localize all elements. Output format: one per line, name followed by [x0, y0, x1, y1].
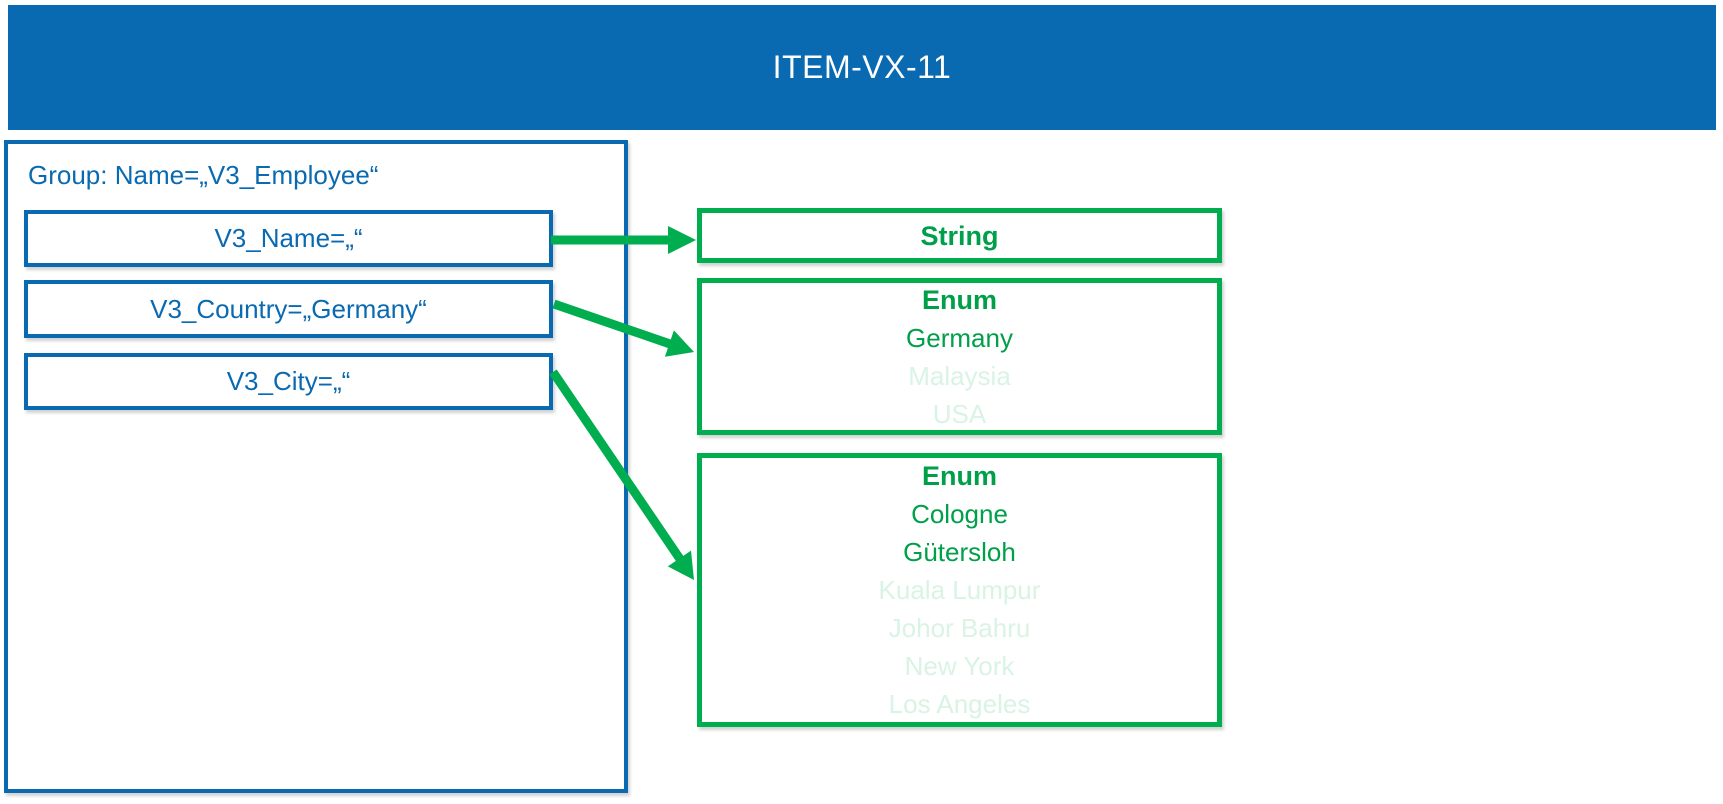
enum-option-germany: Germany	[906, 322, 1013, 353]
field-label-v3-city: V3_City=„“	[226, 366, 351, 396]
field-label-v3-name: V3_Name=„“	[214, 223, 363, 253]
enum-option-kuala-lumpur: Kuala Lumpur	[878, 575, 1041, 605]
type-title-enum-country: Enum	[921, 284, 997, 315]
field-box-v3-country: V3_Country=„Germany“	[24, 280, 553, 338]
type-box-enum-city: Enum Cologne Gütersloh Kuala Lumpur Joho…	[697, 453, 1222, 727]
title-bar: ITEM-VX-11	[8, 5, 1716, 130]
enum-option-johor-bahru: Johor Bahru	[888, 613, 1031, 643]
enum-option-guetersloh: Gütersloh	[903, 537, 1016, 567]
field-box-v3-city: V3_City=„“	[24, 353, 553, 410]
enum-option-malaysia: Malaysia	[908, 360, 1011, 391]
type-box-enum-country: Enum Germany Malaysia USA	[697, 278, 1222, 435]
field-box-v3-name: V3_Name=„“	[24, 210, 553, 267]
enum-option-los-angeles: Los Angeles	[888, 689, 1031, 719]
field-label-v3-country: V3_Country=„Germany“	[150, 293, 427, 324]
enum-option-new-york: New York	[904, 651, 1015, 681]
type-title-string: String	[920, 220, 999, 251]
enum-option-usa: USA	[932, 398, 987, 429]
type-box-string: String	[697, 208, 1222, 263]
page-title: ITEM-VX-11	[772, 49, 952, 85]
type-title-enum-city: Enum	[921, 461, 997, 491]
group-label: Group: Name=„V3_Employee“	[28, 160, 379, 190]
enum-option-cologne: Cologne	[911, 499, 1008, 529]
